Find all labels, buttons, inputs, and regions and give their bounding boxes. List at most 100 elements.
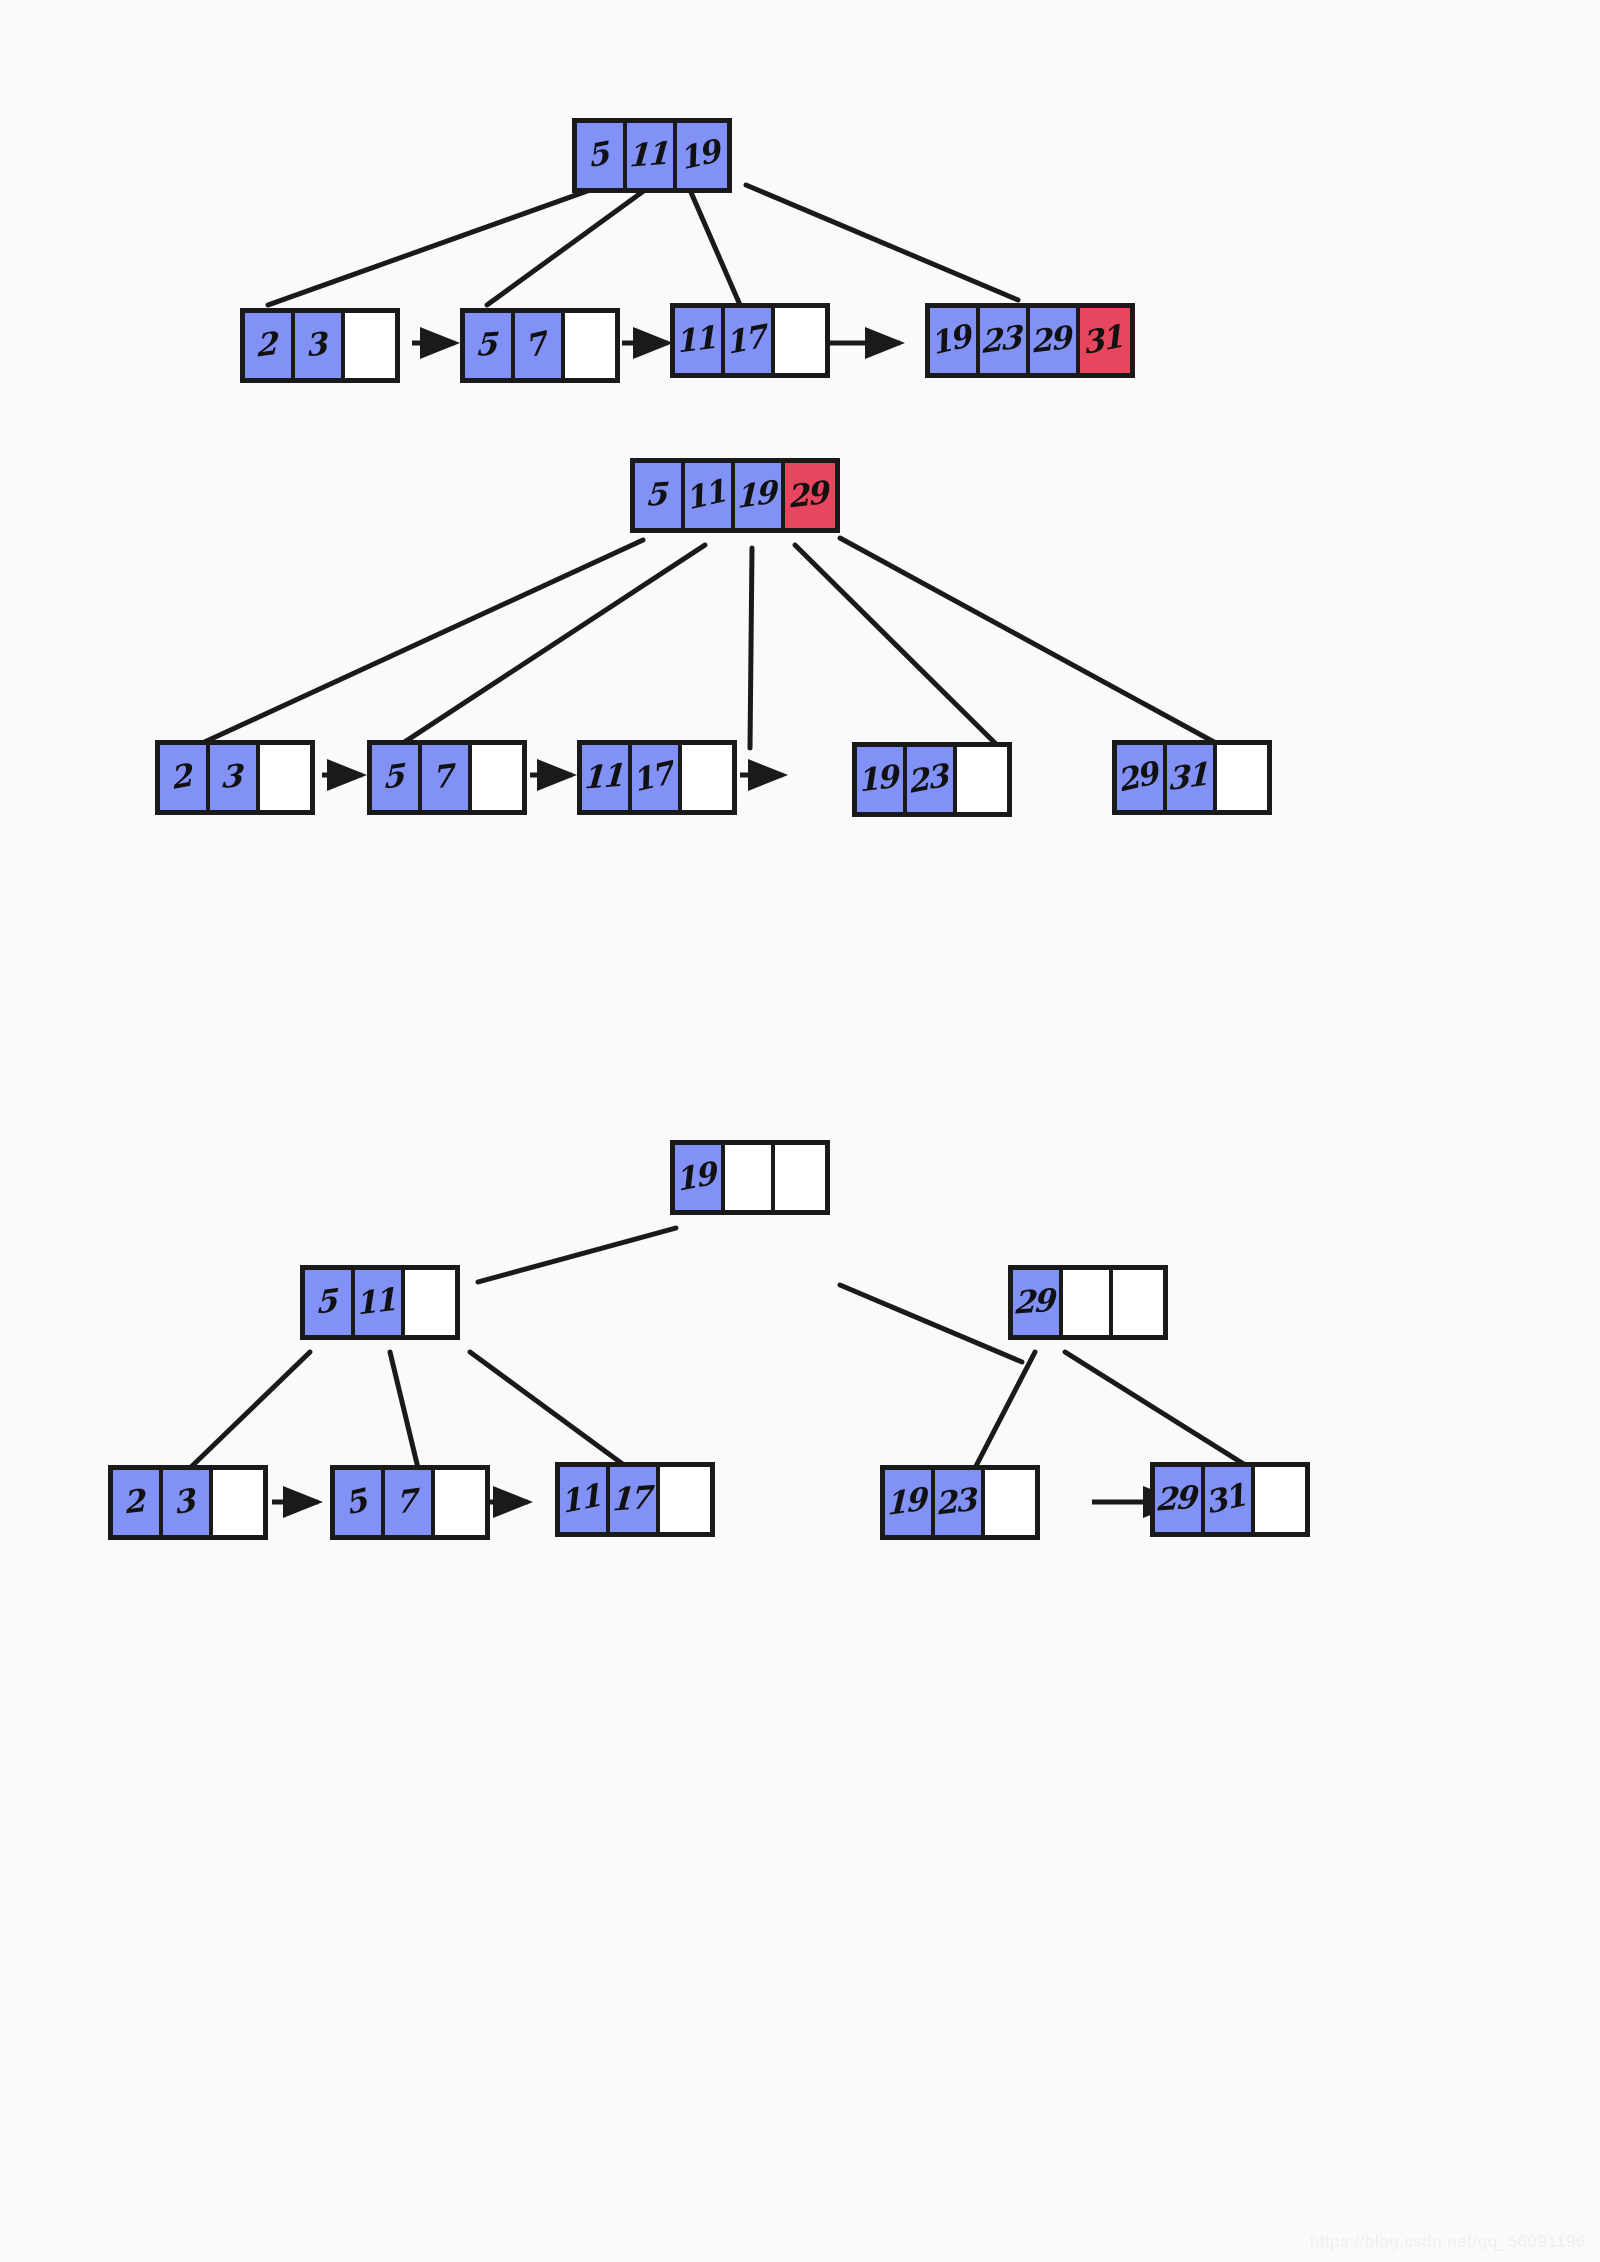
node-cell: 11 [685, 463, 735, 528]
cell-value: 5 [345, 1481, 371, 1523]
node-cell [660, 1467, 710, 1532]
cell-value: 17 [633, 754, 677, 800]
cell-value: 11 [686, 472, 730, 518]
node-cell: 5 [577, 123, 627, 188]
node-cell [985, 1470, 1035, 1535]
cell-value: 29 [1156, 1479, 1200, 1519]
node-cell: 29 [1013, 1270, 1063, 1335]
cell-value: 2 [172, 757, 194, 797]
node-cell: 11 [560, 1467, 610, 1532]
cell-value: 19 [859, 758, 901, 800]
node-cell: 29 [1117, 745, 1167, 810]
node-cell: 7 [385, 1470, 435, 1535]
cell-value: 3 [307, 325, 329, 365]
node-cell [472, 745, 522, 810]
node-cell: 17 [632, 745, 682, 810]
node-cell: 19 [885, 1470, 935, 1535]
cell-value: 23 [937, 1481, 979, 1523]
node-cell: 2 [245, 313, 295, 378]
node-cell [565, 313, 615, 378]
cell-value: 29 [1118, 754, 1162, 800]
node-cell: 2 [160, 745, 210, 810]
node-cell: 23 [980, 308, 1030, 373]
node-cell: 7 [515, 313, 565, 378]
cell-value: 19 [680, 132, 724, 178]
cell-value: 31 [1169, 755, 1211, 799]
node-cell [213, 1470, 263, 1535]
cell-value: 3 [175, 1482, 197, 1522]
node-cell: 17 [610, 1467, 660, 1532]
stage3-internal-right: 29 [1008, 1265, 1168, 1340]
node-cell [775, 308, 825, 373]
cell-value: 5 [476, 326, 500, 364]
node-cell: 29 [785, 463, 835, 528]
node-cell: 17 [725, 308, 775, 373]
node-cell: 19 [677, 123, 727, 188]
watermark: https://blog.csdn.net/qq_56091196 [1309, 2232, 1586, 2251]
cell-value: 19 [677, 1155, 719, 1199]
node-cell [260, 745, 310, 810]
cell-value: 31 [1084, 318, 1126, 362]
cell-value: 11 [628, 135, 672, 175]
node-cell: 7 [422, 745, 472, 810]
node-cell: 29 [1030, 308, 1080, 373]
node-cell: 3 [295, 313, 345, 378]
node-cell: 3 [210, 745, 260, 810]
node-cell: 11 [355, 1270, 405, 1335]
node-cell [957, 747, 1007, 812]
cell-value: 17 [611, 1479, 655, 1519]
node-cell [345, 313, 395, 378]
cell-value: 11 [357, 1281, 399, 1323]
node-cell: 3 [163, 1470, 213, 1535]
cell-value: 23 [909, 757, 951, 801]
cell-value: 2 [125, 1482, 147, 1522]
cell-value: 29 [1032, 319, 1074, 361]
cell-value: 11 [562, 1477, 604, 1521]
cell-value: 3 [221, 758, 245, 796]
node-cell [725, 1145, 775, 1210]
cell-value: 11 [677, 319, 719, 361]
cell-value: 2 [257, 325, 279, 365]
node-cell: 31 [1205, 1467, 1255, 1532]
node-cell [1217, 745, 1267, 810]
cell-value: 31 [1206, 1476, 1250, 1522]
cell-value: 5 [646, 476, 670, 514]
cell-value: 7 [525, 324, 551, 366]
node-cell: 11 [675, 308, 725, 373]
node-cell [1063, 1270, 1113, 1335]
cell-value: 7 [434, 757, 456, 797]
cell-value: 19 [737, 473, 779, 517]
node-cell: 23 [907, 747, 957, 812]
node-cell [405, 1270, 455, 1335]
node-cell [682, 745, 732, 810]
node-cell: 5 [465, 313, 515, 378]
node-cell: 19 [675, 1145, 725, 1210]
node-cell [435, 1470, 485, 1535]
node-cell: 5 [305, 1270, 355, 1335]
node-cell [1255, 1467, 1305, 1532]
cell-value: 5 [589, 135, 611, 175]
node-cell: 11 [582, 745, 632, 810]
stage3-root-node: 19 [670, 1140, 830, 1215]
cell-value: 17 [727, 318, 769, 362]
node-cell: 31 [1080, 308, 1130, 373]
node-cell: 5 [635, 463, 685, 528]
stage3-internal-left: 5 11 [300, 1265, 460, 1340]
node-cell: 19 [930, 308, 980, 373]
cell-value: 5 [317, 1282, 339, 1322]
node-cell [1113, 1270, 1163, 1335]
cell-value: 23 [982, 318, 1024, 362]
cell-value: 5 [384, 757, 406, 797]
